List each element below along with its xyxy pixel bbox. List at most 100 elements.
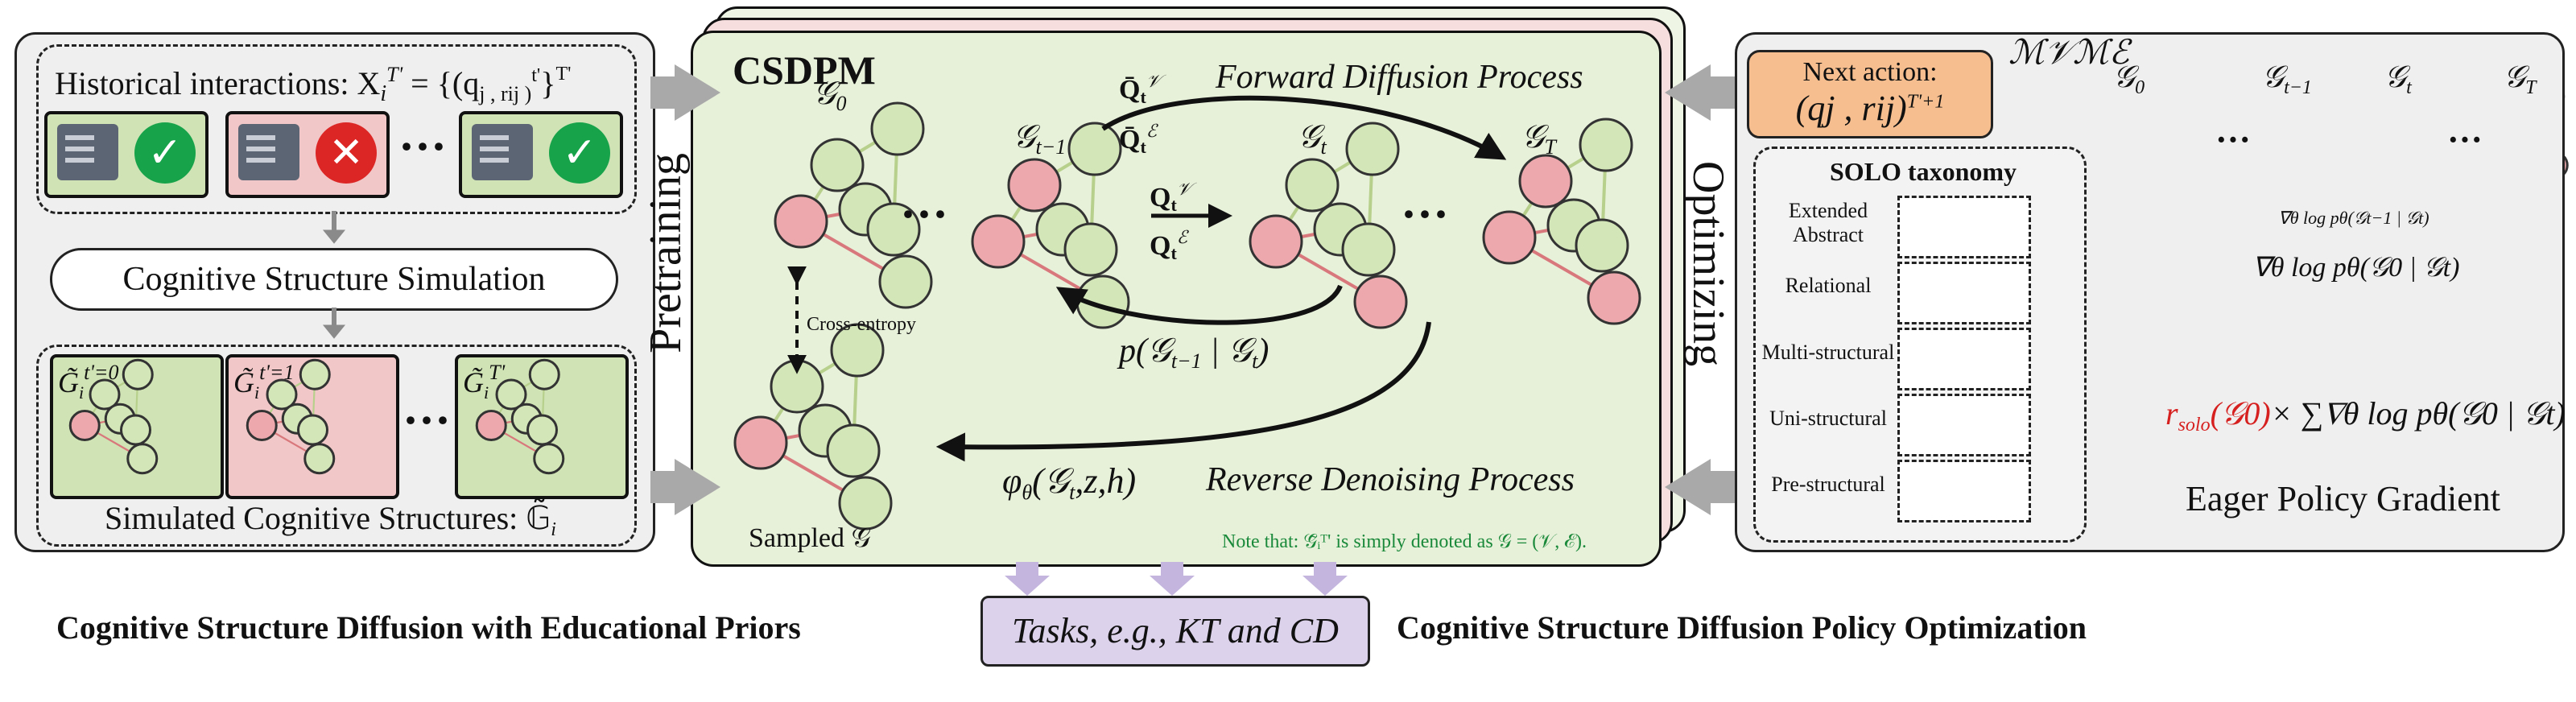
interaction-tile-correct-last: ✓ — [459, 111, 623, 198]
sampled-graph-node — [770, 359, 824, 414]
solo-level-extended-abstract — [1897, 196, 2031, 258]
right-bottom-caption: Cognitive Structure Diffusion Policy Opt… — [1397, 609, 2087, 646]
next-action-formula: (qj , rij)T'+1 — [1795, 89, 1945, 128]
pretraining-arrows — [650, 64, 720, 515]
tasks-arrows — [1005, 562, 1348, 596]
gT-graph-node — [1587, 270, 1641, 325]
reverse-step-arrow — [1055, 284, 1343, 325]
q-e: Qtℰ — [1150, 227, 1188, 263]
solo-level-multi-structural — [1897, 328, 2031, 390]
simulated-tile-label: G̃it'=1 — [233, 361, 295, 403]
simulated-caption: Simulated Cognitive Structures: 𝔾̃i — [105, 500, 556, 540]
g0-graph-node — [810, 138, 865, 192]
gt-graph-node — [1353, 275, 1408, 329]
simulated-structures-box — [36, 345, 637, 547]
sim-graph-node — [122, 358, 154, 390]
cross-icon: ✕ — [316, 122, 377, 184]
sim-graph-node — [89, 378, 121, 411]
solo-level-pre-structural — [1897, 460, 2031, 522]
historical-interactions-label: Historical interactions: XiT' = {(qj , r… — [55, 63, 572, 106]
gt-graph-node — [1249, 214, 1303, 269]
solo-level-label: Relational — [1785, 274, 1872, 297]
left-flow-arrows — [322, 211, 346, 339]
worksheet-icon — [472, 124, 533, 180]
sim-graph-node — [533, 443, 565, 475]
solo-title: SOLO taxonomy — [1830, 157, 2017, 186]
gT-graph-node — [1579, 118, 1633, 172]
center-graph-label-t-1: 𝒢t−1 — [1013, 118, 1067, 159]
solo-taxonomy-box: SOLO taxonomy Extended Abstract Relation… — [1753, 147, 2087, 543]
center-graph-label-t: 𝒢t — [1298, 118, 1327, 159]
right-graph-label-t-1: 𝒢t−1 — [2262, 60, 2312, 98]
simulated-ellipsis: ··· — [402, 394, 452, 447]
q-bar-e: Q̄tℰ — [1119, 121, 1158, 157]
worksheet-icon — [238, 124, 299, 180]
center-graph-label-0: 𝒢0 — [813, 75, 847, 115]
forward-diffusion-arrow — [1101, 95, 1507, 160]
policy-gradient-formula: rsolo(𝒢0)× ∑∇θ log pθ(𝒢0 | 𝒢t) — [2165, 395, 2566, 436]
gt-graph-node — [1285, 158, 1340, 213]
simulated-tile-label: G̃iT' — [463, 361, 506, 403]
gt-graph-node — [1345, 122, 1400, 176]
simulated-tile-label: G̃it'=0 — [58, 361, 119, 403]
q-bar-v: Q̄t𝒱 — [1119, 71, 1162, 107]
sim-graph-node — [297, 414, 328, 446]
next-action-box: Next action: (qj , rij)T'+1 — [1747, 50, 1993, 138]
next-action-title: Next action: — [1802, 57, 1938, 87]
big-gradient-formula: ∇θ log pθ(𝒢0 | 𝒢t) — [2252, 253, 2460, 283]
forward-diffusion-label: Forward Diffusion Process — [1216, 59, 1583, 96]
reverse-denoising-label: Reverse Denoising Process — [1206, 461, 1575, 498]
interaction-ellipsis: ··· — [398, 120, 448, 173]
sim-graph-node — [68, 410, 101, 441]
interaction-tile-correct: ✓ — [44, 111, 208, 198]
reverse-step-formula: p(𝒢t−1 | 𝒢t) — [1119, 332, 1269, 373]
solo-level-label: Multi-structural — [1761, 341, 1895, 364]
small-gradient-formula: ∇θ log pθ(𝒢t−1 | 𝒢t) — [2278, 208, 2429, 228]
solo-level-label: Pre-structural — [1771, 473, 1885, 496]
gt-graph-node — [1341, 222, 1396, 277]
denoiser-formula: φθ(𝒢t,z,h) — [1002, 461, 1137, 504]
sampled-graph-label: Sampled 𝒢 — [749, 523, 871, 553]
sim-graph-node — [120, 414, 151, 446]
sim-graph-node — [126, 443, 159, 475]
center-ellipsis-right: ··· — [1401, 188, 1450, 241]
interaction-tile-incorrect: ✕ — [225, 111, 390, 198]
sampled-graph-node — [838, 476, 893, 531]
csdpm-title: CSDPM — [733, 47, 876, 93]
gt1-graph-node — [1063, 222, 1118, 277]
right-ellipsis-left: ··· — [2215, 120, 2252, 159]
check-icon: ✓ — [134, 122, 196, 184]
solo-level-label: Uni-structural — [1769, 407, 1887, 430]
g0-graph-node — [774, 194, 828, 249]
gt1-graph-node — [971, 214, 1026, 269]
left-bottom-caption: Cognitive Structure Diffusion with Educa… — [56, 609, 801, 646]
sim-graph-node — [526, 414, 558, 446]
sim-graph-node — [475, 410, 507, 441]
sampled-graph-node — [830, 323, 885, 378]
gT-graph-node — [1518, 154, 1573, 209]
right-ellipsis-right: ··· — [2447, 120, 2483, 159]
q-v: Qt𝒱 — [1150, 179, 1192, 215]
m-label: ℳ𝒱ℳℰ — [2008, 35, 2130, 72]
g0-graph-node — [866, 202, 921, 257]
sim-graph-node — [299, 358, 331, 390]
optimizing-arrows — [1665, 64, 1735, 515]
notation-note: Note that: 𝒢̃ᵢᵀ' is simply denoted as 𝒢 … — [1222, 531, 1587, 552]
sim-graph-node — [246, 410, 278, 441]
center-ellipsis-left: ··· — [900, 188, 949, 241]
sampled-graph-node — [733, 415, 788, 470]
optimizing-label: Optimizing — [1683, 161, 1733, 367]
eager-policy-gradient-label: Eager Policy Gradient — [2186, 479, 2500, 518]
g0-graph-node — [878, 254, 933, 309]
solo-level-relational — [1897, 262, 2031, 324]
check-icon: ✓ — [549, 122, 610, 184]
denoise-arrow — [935, 321, 1431, 462]
right-graph-label-0: 𝒢0 — [2113, 60, 2145, 98]
sim-graph-node — [303, 443, 336, 475]
gt1-graph-node — [1067, 122, 1122, 176]
right-graph-label-T: 𝒢T — [2504, 60, 2537, 98]
sim-graph-node — [266, 378, 298, 411]
gt1-graph-node — [1007, 158, 1062, 213]
gT-graph-node — [1575, 218, 1629, 273]
